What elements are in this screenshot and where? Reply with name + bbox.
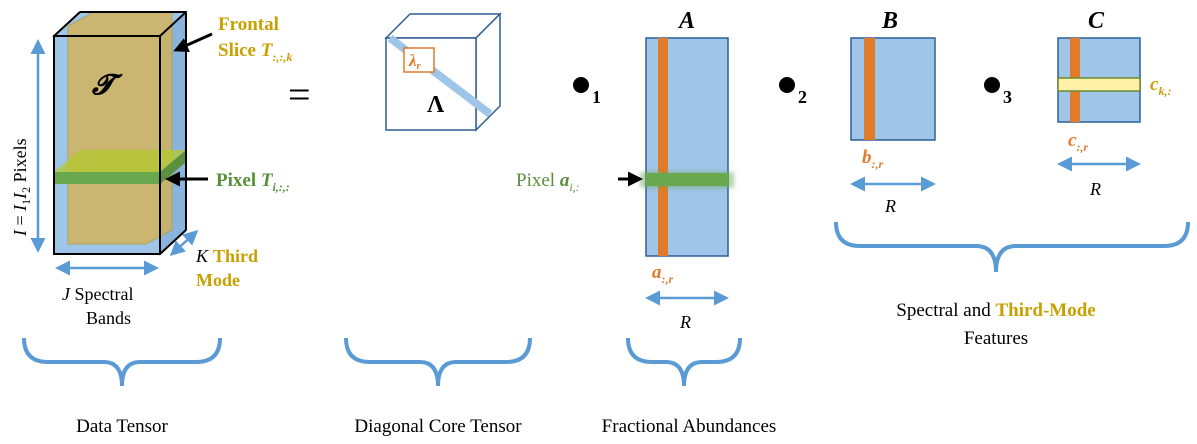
caption-features-line2: Features bbox=[964, 328, 1028, 349]
K-dimension-label-line2: Mode bbox=[196, 270, 240, 290]
B-matrix bbox=[850, 37, 936, 141]
pixel-slice-top bbox=[54, 150, 186, 172]
caption-fractional: Fractional Abundances bbox=[602, 416, 777, 437]
A-pixel-label: Pixel ai,: bbox=[516, 170, 580, 194]
A-column-label: a:,r bbox=[652, 262, 673, 286]
mode-product-3-sub: 3 bbox=[1003, 87, 1012, 107]
pixel-slice-front bbox=[54, 172, 160, 184]
equals-sign: = bbox=[288, 72, 311, 117]
C-row-k bbox=[1057, 77, 1141, 92]
B-R-label: R bbox=[884, 196, 896, 216]
caption-features-line1: Spectral and Third-Mode bbox=[896, 300, 1095, 321]
frontal-slice-label-line2: Slice T:,:,k bbox=[218, 40, 292, 64]
J-dimension-label-line2: Bands bbox=[86, 308, 131, 328]
frontal-slice-fill bbox=[67, 11, 173, 245]
data-tensor-cube bbox=[52, 10, 188, 256]
A-row-i bbox=[646, 173, 728, 186]
A-column-r bbox=[658, 38, 668, 256]
core-tensor-cube bbox=[384, 12, 502, 132]
pixel-slice-label: Pixel Ti,:,: bbox=[216, 170, 290, 194]
mode-product-2-sub: 2 bbox=[798, 87, 807, 107]
I-dimension-label: I = I1I2 Pixels bbox=[10, 138, 33, 237]
brace-data-tensor bbox=[22, 337, 222, 387]
B-column-r bbox=[864, 38, 875, 140]
A-R-label: R bbox=[679, 312, 691, 332]
brace-fractional bbox=[626, 337, 742, 387]
brace-features bbox=[834, 221, 1190, 273]
mode-product-1-dot bbox=[573, 77, 589, 93]
mode-product-2-dot bbox=[779, 77, 795, 93]
J-dimension-label-line1: J Spectral bbox=[62, 284, 133, 304]
frontal-slice-label-line1: Frontal bbox=[218, 14, 279, 35]
lambda-r-label: λr bbox=[408, 51, 422, 72]
B-column-label: b:,r bbox=[862, 147, 883, 171]
Lambda-label: Λ bbox=[427, 92, 445, 118]
C-title: C bbox=[1088, 8, 1105, 34]
A-title: A bbox=[677, 8, 695, 34]
C-column-label: c:,r bbox=[1068, 130, 1088, 154]
C-R-label: R bbox=[1089, 179, 1101, 199]
mode-product-3-dot bbox=[984, 77, 1000, 93]
B-title: B bbox=[881, 8, 898, 34]
caption-diagonal-core: Diagonal Core Tensor bbox=[354, 416, 522, 437]
caption-data-tensor: Data Tensor bbox=[76, 416, 168, 437]
frontal-slice-arrow bbox=[173, 32, 213, 52]
C-row-label: ck,: bbox=[1150, 74, 1171, 98]
lambda-r-box bbox=[403, 47, 435, 73]
mode-product-1-sub: 1 bbox=[592, 87, 601, 107]
K-dimension-arrow bbox=[169, 229, 199, 257]
brace-core-tensor bbox=[344, 337, 532, 387]
